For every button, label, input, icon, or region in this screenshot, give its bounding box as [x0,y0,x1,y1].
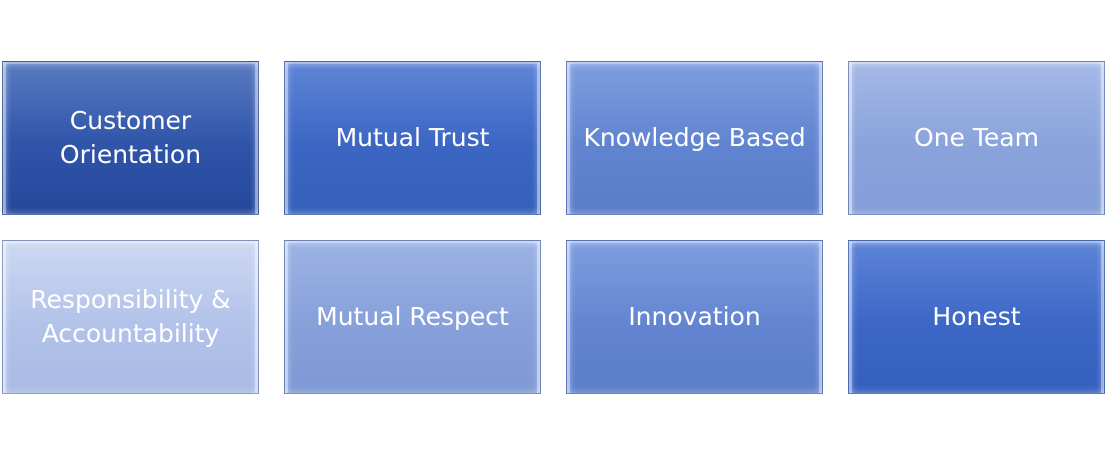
value-tile-innovation: Innovation [566,240,823,394]
value-label: Customer Orientation [59,106,202,169]
value-tile-mutual-trust: Mutual Trust [284,61,541,215]
value-tile-honest: Honest [848,240,1105,394]
value-tile-mutual-respect: Mutual Respect [284,240,541,394]
value-label: Responsibility & Accountability [30,285,231,348]
value-tile-knowledge-based: Knowledge Based [566,61,823,215]
value-label: Honest [932,302,1021,331]
value-tile-customer-orientation: Customer Orientation [2,61,259,215]
value-tile-one-team: One Team [848,61,1105,215]
value-label: Innovation [628,302,761,331]
value-tile-responsibility-accountability: Responsibility & Accountability [2,240,259,394]
value-label: One Team [914,123,1039,152]
values-grid: Customer Orientation Mutual Trust Knowle… [2,61,1106,394]
value-label: Mutual Respect [316,302,509,331]
value-label: Knowledge Based [583,123,806,152]
value-label: Mutual Trust [335,123,490,152]
